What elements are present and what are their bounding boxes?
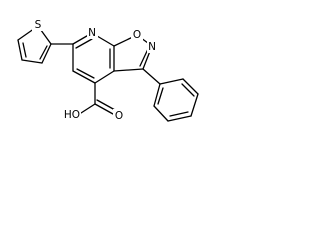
bond-pyr-c6-n7-inner	[75, 38, 93, 49]
bond-thiophene-c4-c5	[17, 39, 23, 61]
label-bg-carbonyl-o	[113, 109, 125, 122]
bond-thiophene-c2-c3	[41, 43, 52, 64]
bond-pyr-c4-c5	[72, 70, 96, 84]
bond-carboxyl-oh	[80, 103, 96, 114]
phenyl-ring	[153, 78, 199, 122]
bond-carboxyl-o-2	[96, 99, 116, 111]
bond-ph-6-1-inner	[157, 87, 164, 105]
bond-pyr-c4-c5-inner	[76, 68, 95, 79]
label-bg-sulfur	[32, 18, 44, 31]
bond-thiophene-c4-c5-inner	[22, 42, 27, 58]
atom-labels: S N O N HO O	[32, 18, 158, 122]
pyridine-ring	[72, 32, 115, 84]
bond-ph-3-4	[190, 93, 199, 117]
ring-oxygen-label: O	[133, 29, 141, 41]
bond-isox-c3-c3a	[113, 68, 144, 72]
bond-thiophene-c3-c4	[21, 59, 43, 64]
bond-carboxyl-o-1	[94, 103, 114, 115]
bond-isox-n2-c3-inner	[139, 48, 149, 67]
carboxylic-acid-group	[80, 82, 116, 115]
sulfur-atom-label: S	[35, 19, 42, 31]
label-bg-ring-o	[131, 28, 143, 41]
bond-thiophene-c2-c3-inner	[39, 45, 48, 60]
isoxazole-nitrogen-label: N	[148, 41, 156, 53]
pyridine-nitrogen-label: N	[88, 27, 96, 39]
bond-pyr-c3a-c4	[94, 70, 115, 84]
label-bg-hydroxyl	[61, 108, 81, 121]
carbonyl-oxygen-label: O	[115, 110, 123, 122]
label-bg-isoxazole-n	[147, 40, 158, 53]
bond-ph-6-1	[153, 83, 161, 107]
bond-ph-4-5	[167, 115, 192, 122]
molecule-diagram: S N O N HO O	[0, 0, 259, 140]
bond-ph-1-2	[159, 78, 184, 85]
thiophene-ring	[17, 25, 52, 64]
hydroxyl-label: HO	[64, 109, 80, 121]
bond-ph-2-3	[182, 78, 199, 95]
bond-ph-2-3-inner	[181, 83, 195, 97]
label-bg-pyridine-n	[87, 26, 98, 39]
bond-isoxazole-phenyl	[142, 68, 161, 85]
molecule-structure: S N O N HO O	[17, 18, 199, 122]
bond-ph-4-5-inner	[169, 111, 189, 117]
bond-ph-5-6	[153, 105, 169, 122]
